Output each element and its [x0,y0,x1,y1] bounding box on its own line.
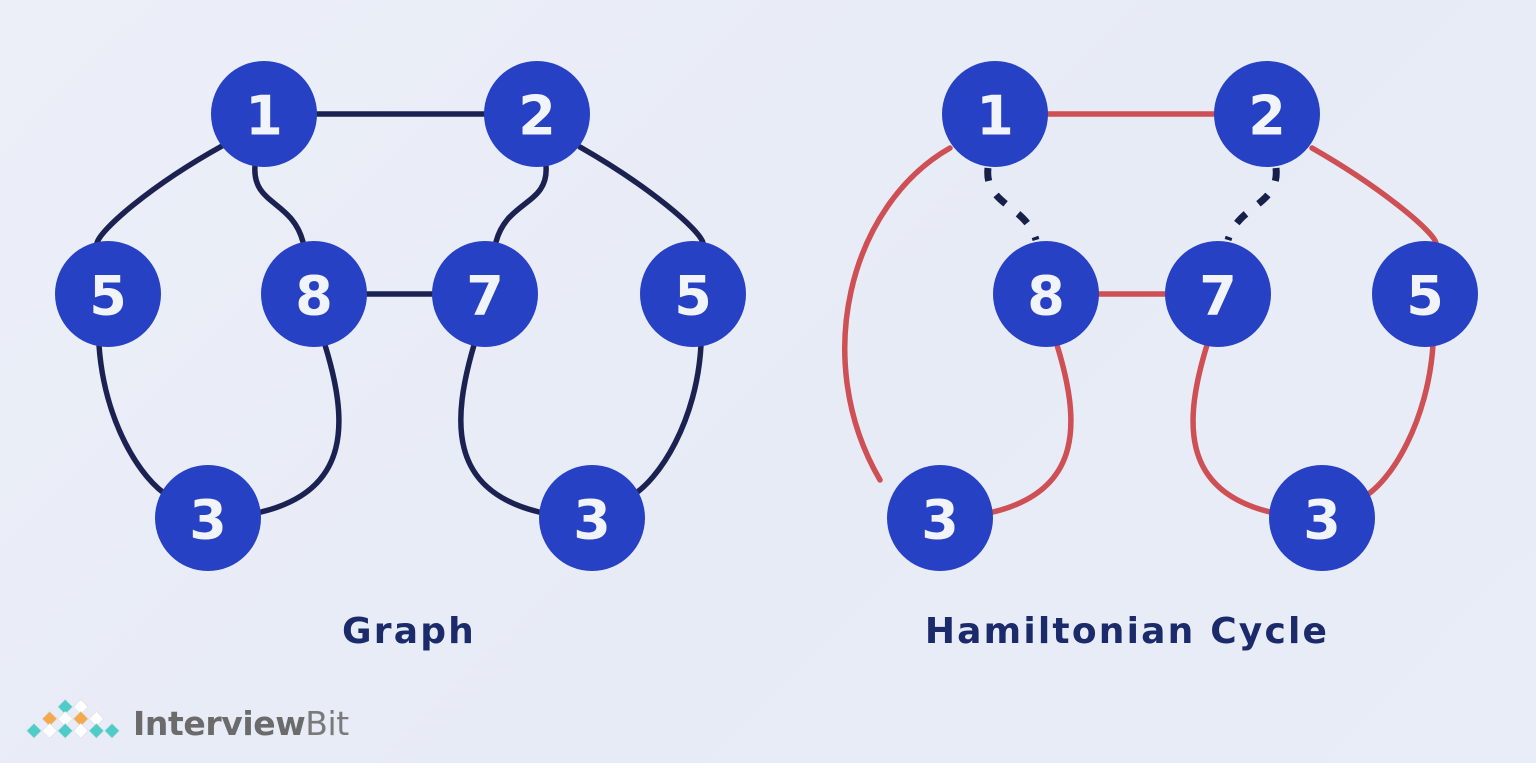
logo-word-bold: Interview [133,703,306,743]
graph-node[interactable]: 7 [432,241,538,347]
interviewbit-logo[interactable]: InterviewBit [26,697,349,749]
graph-edge-dashed [1224,167,1280,242]
graph-node[interactable]: 7 [1165,241,1271,347]
captions-layer: Graph Hamiltonian Cycle [342,611,1329,652]
graph-node[interactable]: 5 [55,241,161,347]
node-label: 3 [1303,489,1341,552]
interviewbit-wordmark: InterviewBit [133,707,349,740]
node-label: 3 [573,489,611,552]
graph-node[interactable]: 3 [155,465,261,571]
diamond-triangle-icon [26,698,120,739]
node-circle[interactable] [484,61,590,167]
node-circle[interactable] [1269,465,1375,571]
node-label: 8 [295,265,333,328]
logo-diamond [104,722,120,739]
graph-edge [577,144,706,246]
node-label: 5 [1406,265,1444,328]
node-circle[interactable] [993,241,1099,347]
node-label: 3 [189,489,227,552]
node-circle[interactable] [942,61,1048,167]
graph-node[interactable]: 3 [887,465,993,571]
graph-node[interactable]: 5 [1372,241,1478,347]
node-label: 7 [1199,265,1237,328]
node-label: 8 [1027,265,1065,328]
node-circle[interactable] [432,241,538,347]
logo-diamond [26,722,42,739]
logo-diamond [57,722,74,739]
node-label: 3 [921,489,959,552]
node-label: 5 [674,265,712,328]
graph-edge [458,342,542,515]
logo-diamond [41,722,58,739]
node-circle[interactable] [1165,241,1271,347]
graph-edge [96,342,173,500]
graph-edge [990,342,1074,515]
graph-edge [842,145,953,483]
node-label: 7 [466,265,504,328]
node-circle[interactable] [1372,241,1478,347]
node-circle[interactable] [887,465,993,571]
node-circle[interactable] [539,465,645,571]
graph-edge [1190,342,1273,515]
graph-node[interactable]: 3 [1269,465,1375,571]
graph-edge [252,163,306,245]
node-circle[interactable] [261,241,367,347]
node-circle[interactable] [211,61,317,167]
node-circle[interactable] [55,241,161,347]
graph-node[interactable]: 2 [1214,61,1320,167]
node-circle[interactable] [155,465,261,571]
logo-word-light: Bit [305,703,349,743]
node-label: 1 [976,85,1014,148]
logo-diamond [72,722,89,739]
node-label: 1 [245,85,283,148]
interviewbit-logo-mark-icon [26,697,120,749]
graph-edge [1359,342,1436,501]
graph-node[interactable]: 1 [942,61,1048,167]
nodes-layer: 1 2 5 8 7 5 3 3 1 2 8 7 5 3 3 [55,61,1478,571]
edges-layer [94,111,1439,515]
node-label: 5 [89,265,127,328]
graph-node[interactable]: 2 [484,61,590,167]
diagram-caption: Hamiltonian Cycle [925,611,1329,652]
graph-node[interactable]: 3 [539,465,645,571]
graph-node[interactable]: 5 [640,241,746,347]
diagram-caption: Graph [342,611,476,652]
graph-node[interactable]: 8 [261,241,367,347]
graph-edge-dashed [984,167,1040,242]
graph-node[interactable]: 8 [993,241,1099,347]
graph-edge [493,163,549,245]
node-label: 2 [1248,85,1286,148]
node-circle[interactable] [640,241,746,347]
graph-edge [627,342,704,500]
graph-edge [1309,145,1439,246]
node-circle[interactable] [1214,61,1320,167]
graph-edge [94,143,225,246]
graph-node[interactable]: 1 [211,61,317,167]
logo-diamond [88,722,105,739]
node-label: 2 [518,85,556,148]
graph-edge [258,342,342,515]
